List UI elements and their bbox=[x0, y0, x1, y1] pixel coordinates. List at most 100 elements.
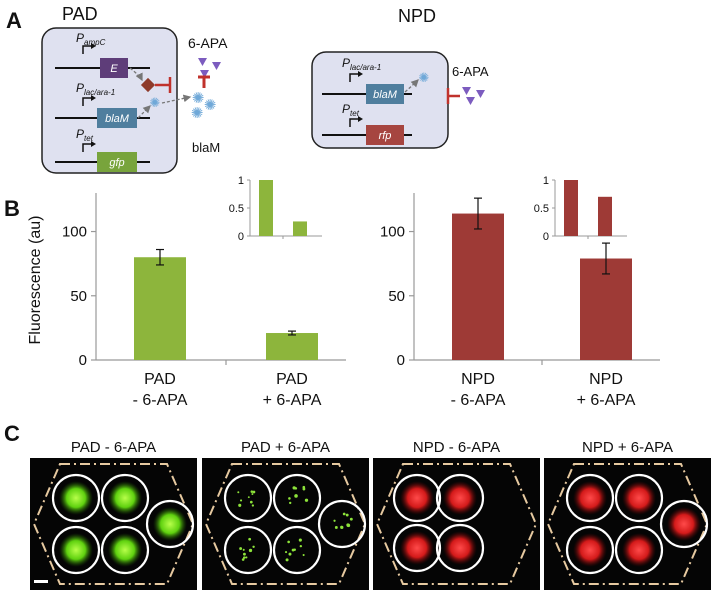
fluorescent-speck bbox=[299, 544, 303, 548]
panel-c-label: C bbox=[4, 421, 20, 446]
fluorescent-speck bbox=[346, 523, 351, 528]
pad-title: PAD bbox=[62, 4, 98, 24]
gene-e-label: E bbox=[110, 63, 118, 75]
npd-gene-rfp-box bbox=[366, 125, 404, 145]
cell-trap-circle bbox=[435, 473, 485, 523]
fluorescent-speck bbox=[287, 540, 290, 544]
pad-circuit: PAD PampC E Plac/ara-1 blaM Ptet bbox=[41, 4, 228, 174]
micrograph-title: PAD - 6-APA bbox=[71, 439, 156, 456]
micrograph-background bbox=[373, 458, 540, 590]
svg-text:PampC: PampC bbox=[76, 31, 106, 47]
npd-gene-blam-box bbox=[366, 84, 404, 104]
cell-trap-circle bbox=[392, 473, 442, 523]
fluorescent-colony bbox=[622, 533, 656, 567]
x-tick-label: NPD bbox=[461, 371, 495, 388]
fluorescent-speck bbox=[333, 519, 336, 522]
fluorescent-speck bbox=[288, 497, 291, 500]
fluorescent-speck bbox=[241, 558, 245, 561]
b-ylabel: Fluorescence (au) bbox=[27, 216, 44, 345]
cell-trap-circle bbox=[51, 473, 101, 523]
x-tick-label: - 6-APA bbox=[133, 392, 188, 409]
svg-text:Ptet: Ptet bbox=[342, 102, 360, 118]
fluorescent-speck bbox=[252, 490, 256, 494]
cell-trap-circle bbox=[223, 473, 273, 523]
cell-trap-circle bbox=[317, 499, 367, 549]
inset-y-tick-label: 0.5 bbox=[534, 203, 549, 215]
cell-trap-circle bbox=[51, 525, 101, 575]
inset-y-tick-label: 1 bbox=[238, 175, 244, 187]
fluorescent-speck bbox=[284, 551, 288, 554]
fluorescent-speck bbox=[248, 537, 252, 541]
fluorescent-speck bbox=[249, 500, 253, 504]
cell-trap-circle bbox=[659, 499, 709, 549]
npd-6apa-label: 6-APA bbox=[452, 64, 489, 79]
fluorescent-speck bbox=[345, 513, 349, 517]
fluorescent-speck bbox=[237, 491, 240, 494]
fluorescent-colony bbox=[573, 481, 607, 515]
x-tick-label: - 6-APA bbox=[451, 392, 506, 409]
cell-trap-circle bbox=[100, 473, 150, 523]
fluorescent-speck bbox=[243, 556, 246, 559]
inset-y-tick-label: 1 bbox=[543, 175, 549, 187]
inset-y-tick-label: 0 bbox=[543, 231, 549, 243]
fluorescent-speck bbox=[349, 517, 353, 521]
fluorescent-speck bbox=[288, 552, 292, 556]
y-tick-label: 0 bbox=[397, 352, 405, 369]
svg-text:Plac/ara-1: Plac/ara-1 bbox=[342, 56, 381, 72]
fluorescent-colony bbox=[443, 481, 477, 515]
fluorescent-colony bbox=[573, 533, 607, 567]
fluorescent-colony bbox=[622, 481, 656, 515]
inhibition-bar-2 bbox=[198, 75, 210, 88]
inset-npd: 00.51 bbox=[534, 175, 627, 243]
fluorescent-speck bbox=[251, 493, 254, 496]
micrograph-2: PAD + 6-APA bbox=[202, 439, 369, 590]
svg-text:✺: ✺ bbox=[204, 97, 217, 114]
fluorescent-speck bbox=[247, 496, 250, 499]
pad-6apa-label: 6-APA bbox=[188, 35, 228, 51]
fluorescent-speck bbox=[285, 558, 289, 562]
cell-trap-circle bbox=[392, 523, 442, 573]
svg-text:Plac/ara-1: Plac/ara-1 bbox=[76, 81, 115, 97]
y-tick-label: 100 bbox=[380, 224, 405, 241]
chamber-outline bbox=[32, 463, 195, 585]
fluorescent-colony bbox=[59, 533, 93, 567]
panel-b-label: B bbox=[4, 196, 20, 221]
pad-blam-cluster: ✺ ✺ ✺ bbox=[191, 90, 217, 122]
micrograph-3: NPD - 6-APA bbox=[373, 439, 540, 590]
fluorescent-colony bbox=[108, 533, 142, 567]
blam-star-1: ✺ bbox=[150, 95, 161, 110]
x-tick-label: PAD bbox=[144, 371, 176, 388]
micrograph-title: NPD - 6-APA bbox=[413, 439, 500, 456]
fluorescent-speck bbox=[295, 494, 298, 497]
cell-trap-circle bbox=[614, 473, 664, 523]
npd-blam-star: ✺ bbox=[419, 70, 430, 85]
cell-trap-circle bbox=[565, 473, 615, 523]
gene-e-box bbox=[100, 58, 128, 78]
fluorescent-colony bbox=[400, 481, 434, 515]
x-tick-label: + 6-APA bbox=[263, 392, 322, 409]
fluorescent-speck bbox=[302, 554, 305, 557]
micrograph-background bbox=[202, 458, 369, 590]
cell-trap-circle bbox=[272, 473, 322, 523]
pad-cell-box bbox=[41, 27, 178, 174]
fluorescent-speck bbox=[302, 487, 306, 491]
micrograph-4: NPD + 6-APA bbox=[544, 439, 711, 590]
micrograph-title: NPD + 6-APA bbox=[582, 439, 673, 456]
gene-gfp-label: gfp bbox=[109, 157, 124, 169]
chamber-outline bbox=[204, 463, 367, 585]
npd-promoter-lac: Plac/ara-1 blaM bbox=[322, 56, 412, 104]
x-tick-label: + 6-APA bbox=[577, 392, 636, 409]
inset-bar bbox=[598, 196, 612, 236]
fluorescent-speck bbox=[242, 552, 246, 556]
npd-inhibition-bar bbox=[446, 88, 460, 104]
y-tick-label: 100 bbox=[62, 224, 87, 241]
fluorescent-speck bbox=[238, 503, 242, 507]
fluorescent-speck bbox=[289, 501, 292, 505]
fluorescent-colony bbox=[59, 481, 93, 515]
fluorescent-speck bbox=[239, 499, 243, 502]
fluorescent-speck bbox=[248, 548, 253, 553]
gene-gfp-box bbox=[97, 152, 137, 172]
fluorescent-speck bbox=[242, 548, 245, 551]
inset-y-tick-label: 0 bbox=[238, 231, 244, 243]
